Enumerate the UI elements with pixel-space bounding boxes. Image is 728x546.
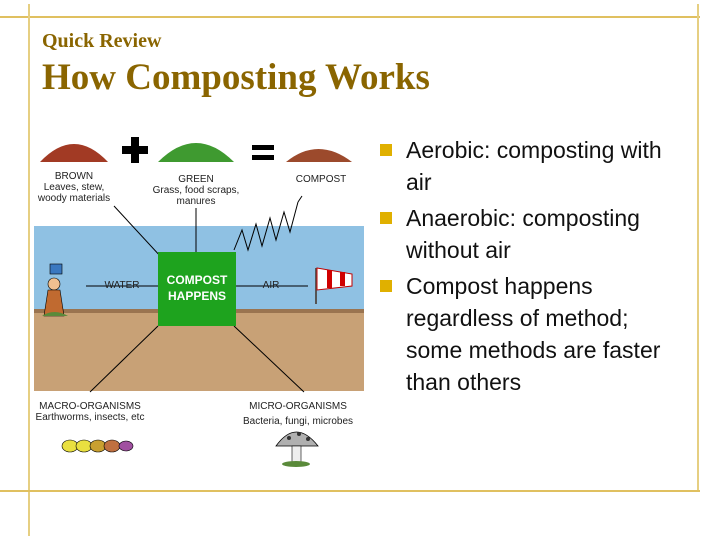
macro-desc: Earthworms, insects, etc [36,412,145,423]
composting-diagram: BROWN Leaves, stew, woody materials GREE… [34,126,364,476]
bullet-item: Compost happens regardless of method; so… [378,270,688,398]
frame-left-line [28,4,30,536]
compost-label: COMPOST [296,174,347,185]
bullet-list: Aerobic: composting with air Anaerobic: … [378,134,688,402]
brown-pile-icon [40,144,108,162]
heat-zigzag-tip [297,195,303,203]
person-watering-icon [42,263,68,317]
slide-title: How Composting Works [42,57,430,98]
frame-top-line [0,16,700,18]
bullet-text: Aerobic: composting with air [406,137,662,195]
macro-connector [89,325,159,393]
green-desc-line1: Grass, food scraps, [153,185,240,196]
frame-right-line [697,4,699,492]
micro-connector [233,325,305,393]
plus-icon [122,137,148,163]
brown-label: BROWN [55,171,93,182]
compost-happens-box [158,252,236,326]
bullet-item: Anaerobic: composting without air [378,202,688,266]
mushroom-icon [275,431,319,467]
green-desc-line2: manures [177,196,216,207]
windsock-icon [315,267,353,304]
heat-zigzag [233,201,299,252]
brown-desc-line1: Leaves, stew, [44,182,105,193]
green-pile-icon [158,143,234,162]
green-label: GREEN [178,174,214,185]
diagram-svg: BROWN Leaves, stew, woody materials GREE… [34,137,364,467]
frame-bottom-line [0,490,700,492]
bullet-square-icon [380,144,392,156]
bullet-square-icon [380,212,392,224]
brown-desc-line2: woody materials [37,193,110,204]
bullet-square-icon [380,280,392,292]
compost-pile-icon [286,149,352,162]
bullet-text: Compost happens regardless of method; so… [406,273,661,395]
micro-label: MICRO-ORGANISMS [249,401,347,412]
macro-label: MACRO-ORGANISMS [39,401,141,412]
micro-desc: Bacteria, fungi, microbes [243,416,353,427]
caterpillar-icon [61,439,134,453]
water-label: WATER [105,280,140,291]
compost-happens-line2: HAPPENS [168,289,226,303]
bullet-item: Aerobic: composting with air [378,134,688,198]
air-label: AIR [263,280,280,291]
bullet-text: Anaerobic: composting without air [406,205,640,263]
compost-happens-line1: COMPOST [167,273,228,287]
equals-icon [252,145,274,160]
brown-connector [113,205,163,259]
slide-subtitle: Quick Review [42,30,162,52]
